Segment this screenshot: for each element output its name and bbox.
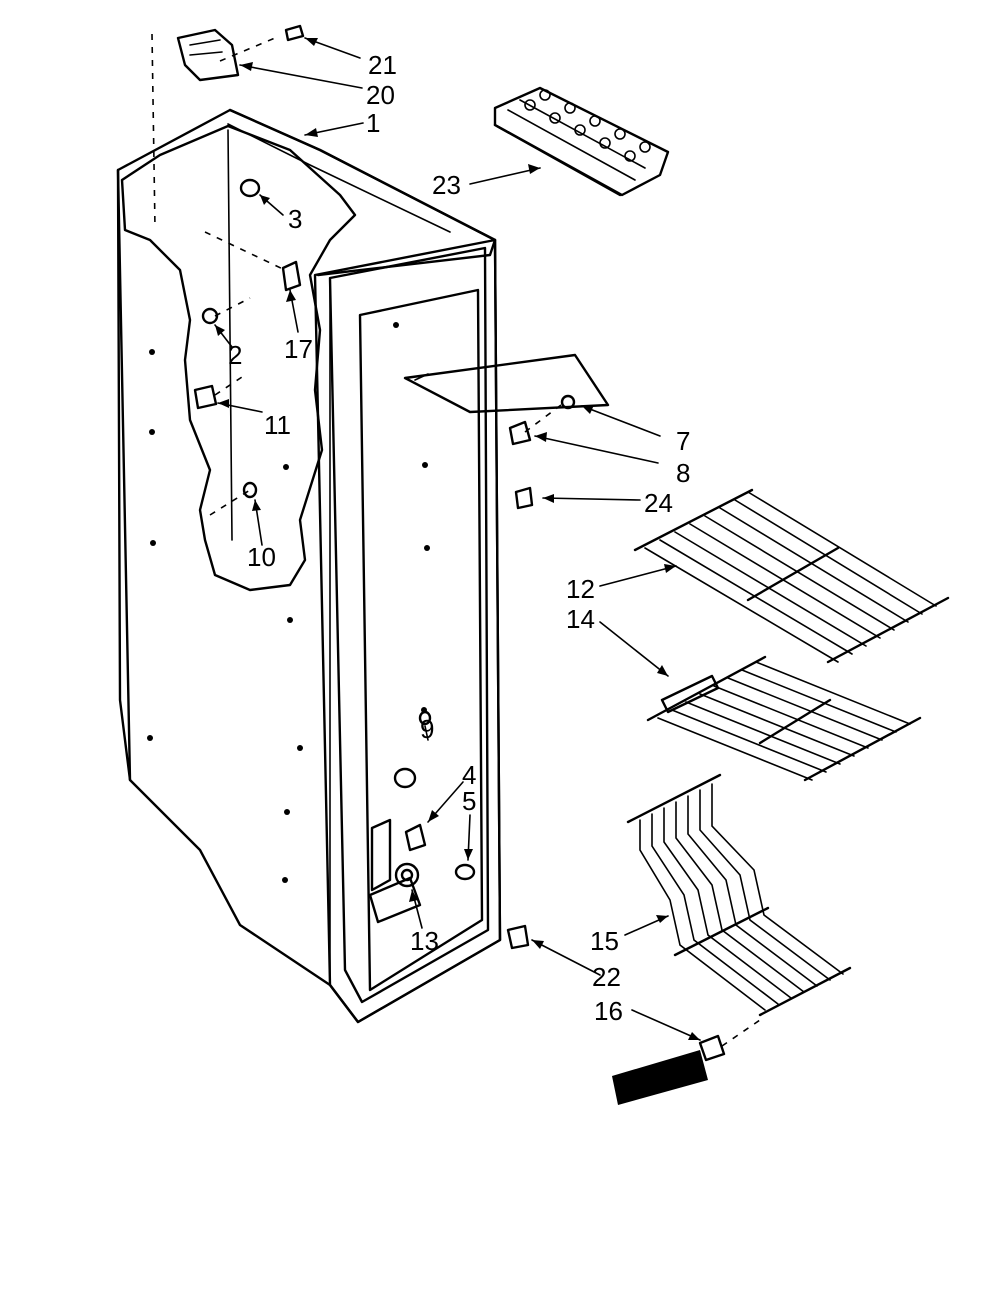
callout-24: 24: [644, 488, 673, 518]
callout-2: 2: [228, 340, 242, 370]
leader-lines: [214, 37, 701, 1041]
callout-12: 12: [566, 574, 595, 604]
callout-8: 8: [676, 458, 690, 488]
callout-4: 4: [462, 760, 476, 790]
wire-basket: [626, 773, 852, 1017]
part-16-clip: [612, 1019, 761, 1105]
callout-20: 20: [366, 80, 395, 110]
ice-tray: [493, 86, 670, 197]
callout-7: 7: [676, 426, 690, 456]
freezer-liner: [116, 108, 502, 1024]
callout-labels: 21 20 1 23 3 17 2 11 10 7 8 24 12 14 9 4…: [228, 50, 690, 1026]
callout-23: 23: [432, 170, 461, 200]
wire-shelf-lower: [646, 655, 922, 782]
callout-5: 5: [462, 786, 476, 816]
callout-3: 3: [288, 204, 302, 234]
callout-1: 1: [366, 108, 380, 138]
callout-15: 15: [590, 926, 619, 956]
callout-13: 13: [410, 926, 439, 956]
callout-21: 21: [368, 50, 397, 80]
liner-hardware-parts: [151, 24, 610, 950]
callout-17: 17: [284, 334, 313, 364]
callout-16: 16: [594, 996, 623, 1026]
callout-10: 10: [247, 542, 276, 572]
callout-14: 14: [566, 604, 595, 634]
wire-shelf-upper: [633, 488, 950, 664]
callout-11: 11: [264, 410, 291, 440]
callout-22: 22: [592, 962, 621, 992]
callout-9: 9: [420, 714, 434, 744]
